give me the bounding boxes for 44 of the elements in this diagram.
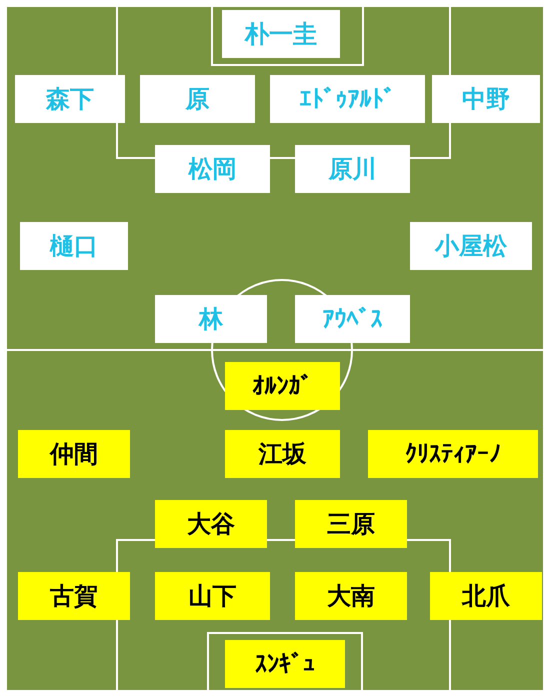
player-name: 大南 xyxy=(327,581,375,612)
player-box xyxy=(155,572,270,620)
player-name: ｸﾘｽﾃｨｱｰﾉ xyxy=(405,440,501,468)
player-name: 仲間 xyxy=(50,439,98,470)
player-box xyxy=(368,430,538,478)
player-box xyxy=(155,295,267,343)
player-box xyxy=(410,222,532,270)
player-name: 中野 xyxy=(462,84,510,115)
player-name: 森下 xyxy=(46,84,94,115)
player-name: 北爪 xyxy=(462,581,510,612)
player-name: 朴一圭 xyxy=(245,19,317,50)
player-box xyxy=(270,75,425,123)
player-name: ｽﾝｷﾞｭ xyxy=(255,650,315,678)
player-name: ｴﾄﾞｩｱﾙﾄﾞ xyxy=(300,85,396,113)
player-box xyxy=(225,640,345,688)
player-name: 古賀 xyxy=(50,581,98,612)
player-name: 松岡 xyxy=(188,154,236,185)
player-box xyxy=(225,430,340,478)
player-name: 原 xyxy=(186,84,210,115)
player-box xyxy=(155,145,270,193)
player-name: ｱｳﾍﾞｽ xyxy=(322,305,382,333)
player-box xyxy=(140,75,255,123)
player-box xyxy=(15,75,125,123)
player-box xyxy=(295,500,407,548)
player-box xyxy=(18,572,130,620)
player-name: 樋口 xyxy=(50,231,98,262)
player-box xyxy=(20,222,128,270)
player-box xyxy=(432,75,540,123)
player-box xyxy=(155,500,267,548)
player-box xyxy=(295,145,410,193)
player-name: 小屋松 xyxy=(435,231,507,262)
player-box xyxy=(225,362,340,410)
player-name: 三原 xyxy=(327,509,375,540)
player-name: 大谷 xyxy=(187,509,235,540)
player-name: 林 xyxy=(199,304,223,335)
player-name: 山下 xyxy=(188,581,236,612)
player-box xyxy=(18,430,130,478)
player-name: ｵﾙﾝｶﾞ xyxy=(252,372,312,400)
player-box xyxy=(295,295,410,343)
player-box xyxy=(295,572,407,620)
player-name: 原川 xyxy=(328,154,376,185)
player-box xyxy=(430,572,542,620)
player-box xyxy=(222,10,340,58)
player-name: 江坂 xyxy=(258,439,306,470)
